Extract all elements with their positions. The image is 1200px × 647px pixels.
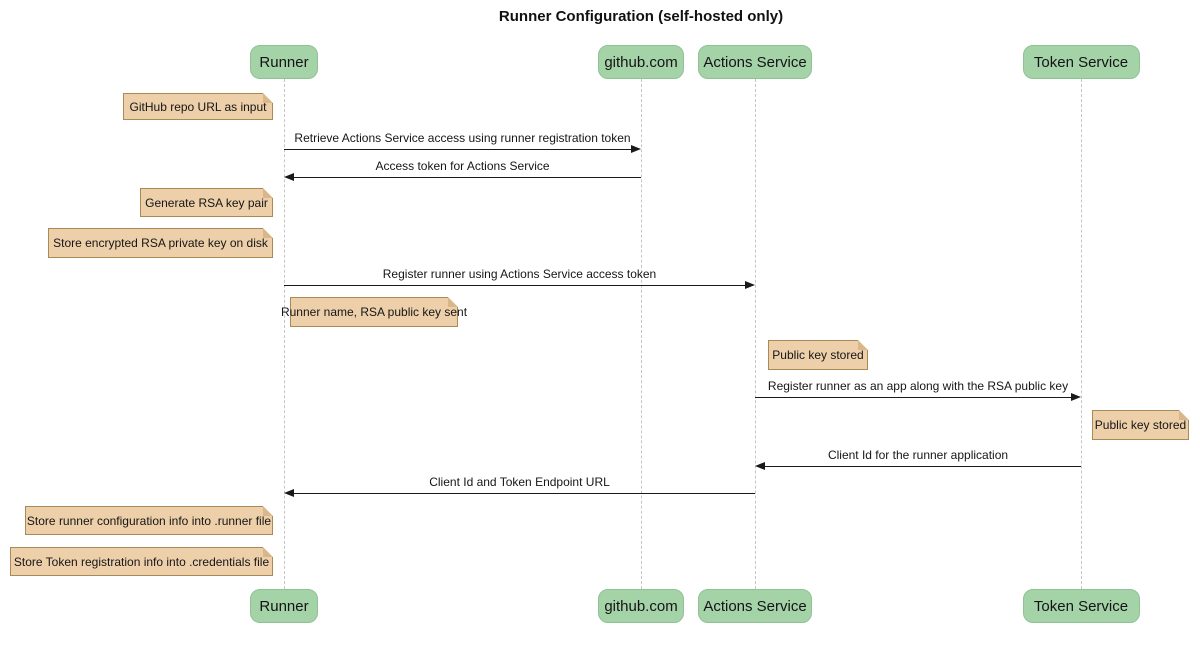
note-text: Store Token registration info into .cred… xyxy=(13,554,270,569)
lifeline-actions-service xyxy=(755,79,756,589)
note-fold xyxy=(448,297,458,307)
lifeline-token-service xyxy=(1081,79,1082,589)
participant-actions-service-top: Actions Service xyxy=(698,45,812,79)
message-line xyxy=(284,149,632,150)
participant-github-com-bottom: github.com xyxy=(598,589,684,623)
note-text: Generate RSA key pair xyxy=(145,195,268,210)
message-label: Client Id for the runner application xyxy=(827,448,1009,462)
lifeline-github-com xyxy=(641,79,642,589)
message-line xyxy=(755,397,1072,398)
note-fold xyxy=(263,506,273,516)
message-line xyxy=(293,493,755,494)
arrowhead-left-icon xyxy=(755,462,765,470)
message-line xyxy=(764,466,1081,467)
arrowhead-right-icon xyxy=(631,145,641,153)
message-label: Register runner as an app along with the… xyxy=(767,379,1069,393)
note-text: GitHub repo URL as input xyxy=(129,99,267,114)
participant-runner-bottom: Runner xyxy=(250,589,318,623)
note-left-of-runner: Store encrypted RSA private key on disk xyxy=(48,228,273,258)
message-line xyxy=(284,285,746,286)
note-right-of-token-service: Public key stored xyxy=(1092,410,1189,440)
diagram-title: Runner Configuration (self-hosted only) xyxy=(498,8,784,25)
note-fold xyxy=(263,188,273,198)
note-right-of-runner: Runner name, RSA public key sent xyxy=(281,297,467,327)
note-left-of-runner: GitHub repo URL as input xyxy=(123,93,273,120)
participant-github-com-top: github.com xyxy=(598,45,684,79)
note-fold xyxy=(263,228,273,238)
note-fold xyxy=(263,93,273,103)
note-text: Public key stored xyxy=(1094,418,1187,432)
participant-token-service-top: Token Service xyxy=(1022,45,1140,79)
message-line xyxy=(293,177,641,178)
message-label: Register runner using Actions Service ac… xyxy=(382,267,657,281)
note-right-of-actions-service: Public key stored xyxy=(768,340,868,370)
note-text: Store runner configuration info into .ru… xyxy=(26,513,272,528)
message-label: Retrieve Actions Service access using ru… xyxy=(294,131,631,145)
note-fold xyxy=(858,340,868,350)
message-label: Access token for Actions Service xyxy=(375,159,550,173)
participant-runner-top: Runner xyxy=(250,45,318,79)
note-left-of-runner: Store Token registration info into .cred… xyxy=(10,547,273,576)
message-label: Client Id and Token Endpoint URL xyxy=(429,475,610,489)
note-left-of-runner: Store runner configuration info into .ru… xyxy=(25,506,273,535)
arrowhead-right-icon xyxy=(745,281,755,289)
arrowhead-left-icon xyxy=(284,489,294,497)
note-fold xyxy=(263,547,273,557)
arrowhead-right-icon xyxy=(1071,393,1081,401)
arrowhead-left-icon xyxy=(284,173,294,181)
participant-actions-service-bottom: Actions Service xyxy=(698,589,812,623)
note-text: Runner name, RSA public key sent xyxy=(280,305,468,319)
note-left-of-runner: Generate RSA key pair xyxy=(140,188,273,217)
participant-token-service-bottom: Token Service xyxy=(1022,589,1140,623)
note-text: Public key stored xyxy=(772,348,864,362)
lifeline-runner xyxy=(284,79,285,589)
note-text: Store encrypted RSA private key on disk xyxy=(53,236,268,250)
note-fold xyxy=(1179,410,1189,420)
